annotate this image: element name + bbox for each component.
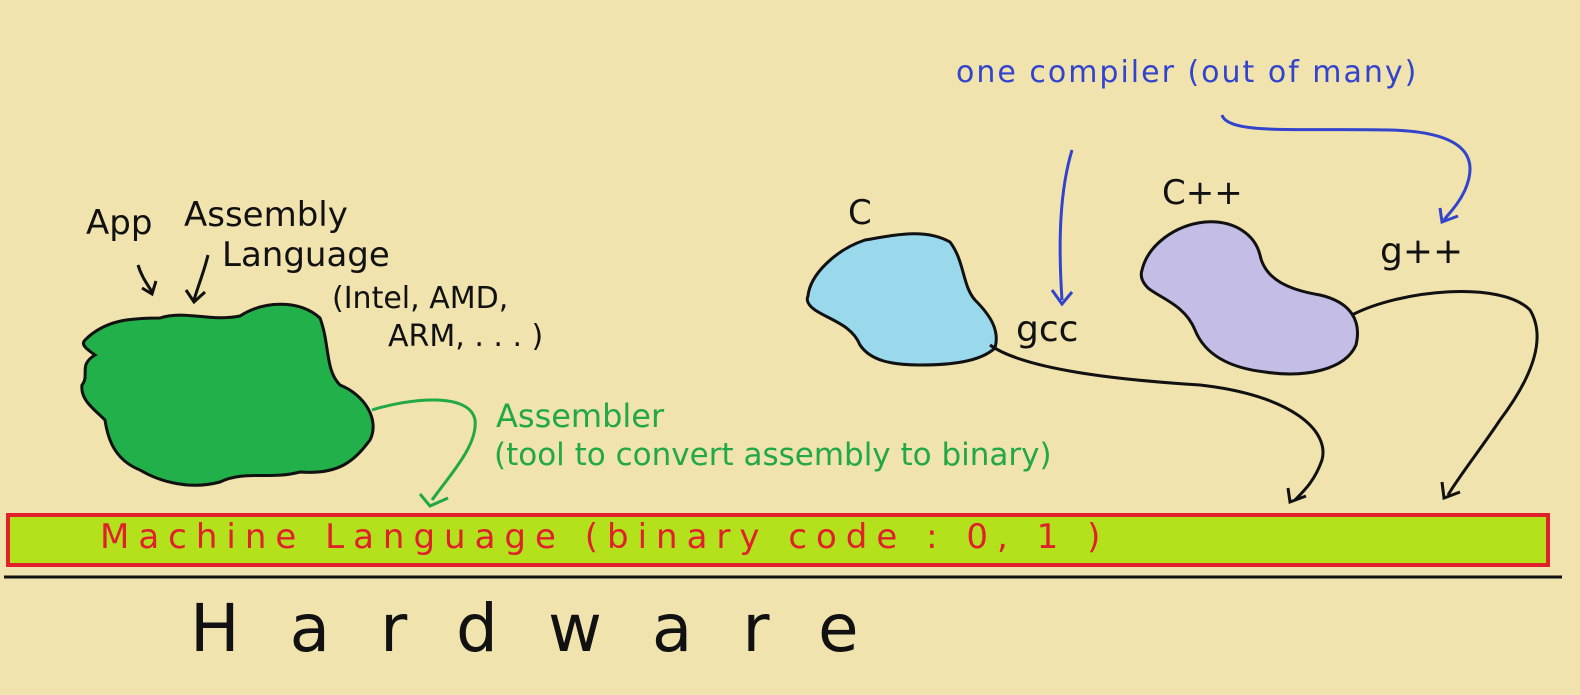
cpp-label: C++ <box>1162 173 1243 213</box>
machine-language-label: Machine Language (binary code : 0, 1 ) <box>100 517 1110 557</box>
c-label: C <box>848 193 872 233</box>
assembler-arrow-head <box>418 493 449 508</box>
assembler-desc-label: (tool to convert assembly to binary) <box>494 437 1052 473</box>
app-label: App <box>86 203 153 243</box>
assembly-arrow-head <box>184 289 207 305</box>
assembler-arrow <box>371 398 477 501</box>
gcc-arrow-head <box>1286 487 1307 505</box>
compiler-to-gcc-arrow <box>1058 149 1074 301</box>
isa-list-label-2: ARM, . . . ) <box>388 319 544 354</box>
assembly-label: Assembly <box>184 195 348 235</box>
cpp-blob <box>1139 220 1359 376</box>
c-blob <box>805 232 998 367</box>
assembly-blob <box>80 302 375 487</box>
isa-list-label: (Intel, AMD, <box>332 281 509 316</box>
gpp-label: g++ <box>1380 231 1464 272</box>
app-arrow <box>136 264 154 293</box>
language-label: Language <box>222 235 390 275</box>
gcc-label: gcc <box>1016 309 1079 350</box>
compiler-to-gcc-arrow-head <box>1050 289 1074 307</box>
one-compiler-label: one compiler (out of many) <box>956 55 1419 90</box>
compiler-to-gpp-arrow <box>1220 114 1472 221</box>
gpp-arrow <box>1351 290 1539 496</box>
assembler-label: Assembler <box>496 397 665 435</box>
compiler-to-gpp-arrow-head <box>1438 207 1459 225</box>
assembly-arrow <box>192 254 210 301</box>
machine-language-bar <box>6 513 1550 567</box>
gcc-arrow <box>989 343 1325 502</box>
app-arrow-head <box>141 280 158 297</box>
hardware-label: Hardware <box>190 590 909 667</box>
gpp-arrow-head <box>1440 481 1461 501</box>
